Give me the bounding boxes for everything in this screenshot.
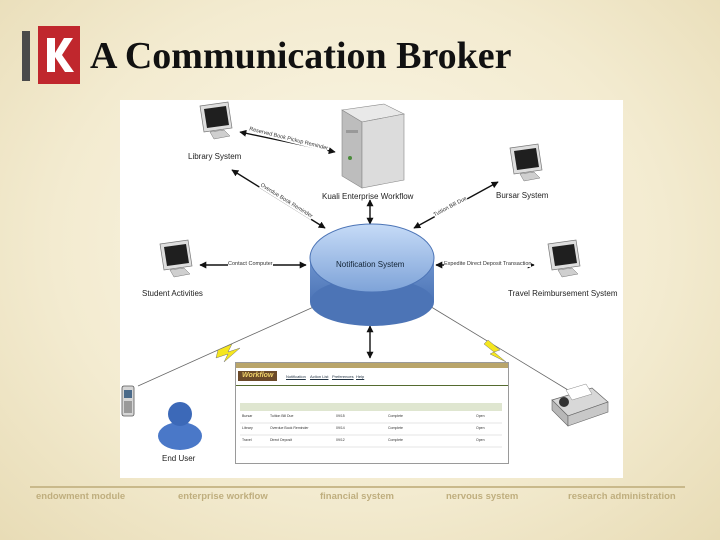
- server-icon: [341, 103, 405, 189]
- notification-hub: [309, 223, 435, 326]
- edge-label-travel: Expedite Direct Deposit Transaction: [444, 261, 532, 267]
- architecture-diagram: Library System Kuali Enterprise Workflow…: [120, 100, 623, 478]
- footer-divider: [30, 486, 685, 488]
- screenshot-top-bar: [236, 363, 508, 368]
- monitor-icon-students: [159, 239, 193, 278]
- label-workflow: Kuali Enterprise Workflow: [322, 192, 414, 201]
- screenshot-cell: Complete: [388, 438, 403, 442]
- screenshot-cell: Complete: [388, 426, 403, 430]
- footer-item-endowment-module[interactable]: endowment module: [36, 491, 126, 502]
- footer-nav: endowment module enterprise workflow fin…: [0, 491, 720, 509]
- screenshot-tab-preferences: Preferences: [332, 374, 354, 379]
- label-end-user: End User: [162, 454, 196, 463]
- workflow-screenshot: Workflow Notification Action List Prefer…: [235, 362, 509, 464]
- label-hub: Notification System: [336, 260, 405, 269]
- edge-hub-fax: [427, 304, 569, 391]
- screenshot-tab-notification: Notification: [286, 374, 306, 379]
- monitor-icon-library: [199, 101, 233, 140]
- workflow-brand: Workflow: [238, 371, 278, 381]
- screenshot-tab-help: Help: [356, 374, 365, 379]
- kuali-logo: [22, 26, 84, 84]
- screenshot-cell: Bursar: [242, 414, 253, 418]
- screenshot-cell: Library: [242, 426, 253, 430]
- screenshot-cell: Open: [476, 438, 485, 442]
- fax-icon: [551, 383, 609, 427]
- screenshot-cell: Travel: [242, 438, 252, 442]
- label-library: Library System: [188, 152, 242, 161]
- screenshot-cell: Direct Deposit: [270, 438, 292, 442]
- monitor-icon-travel: [547, 239, 581, 278]
- screenshot-cell: 09/14: [336, 426, 345, 430]
- footer-item-enterprise-workflow[interactable]: enterprise workflow: [178, 491, 268, 502]
- monitor-icon-bursar: [509, 143, 543, 182]
- screenshot-cell: Open: [476, 414, 485, 418]
- footer-item-research-administration[interactable]: research administration: [568, 491, 676, 502]
- screenshot-cell: 09/15: [336, 414, 345, 418]
- footer-item-financial-system[interactable]: financial system: [320, 491, 394, 502]
- screenshot-rule: [236, 385, 508, 386]
- wireless-bolt-right: [483, 339, 507, 363]
- footer-item-nervous-system[interactable]: nervous system: [446, 491, 519, 502]
- screenshot-table: Bursar Tuition Bill Due 09/15 Complete O…: [240, 403, 502, 453]
- label-travel: Travel Reimbursement System: [508, 289, 618, 298]
- user-icon: [158, 402, 202, 450]
- screenshot-cell: Overdue Book Reminder: [270, 426, 309, 430]
- screenshot-cell: Open: [476, 426, 485, 430]
- screenshot-cell: 09/12: [336, 438, 345, 442]
- screenshot-tab-action-list: Action List: [310, 374, 329, 379]
- screenshot-cell: Complete: [388, 414, 403, 418]
- screenshot-cell: Tuition Bill Due: [270, 414, 294, 418]
- cellphone-icon: [121, 385, 135, 417]
- page-title: A Communication Broker: [90, 35, 512, 77]
- label-students: Student Activities: [142, 289, 203, 298]
- wireless-bolt-left: [215, 343, 241, 363]
- label-bursar: Bursar System: [496, 191, 549, 200]
- edge-label-students: Contact Computer: [228, 261, 273, 267]
